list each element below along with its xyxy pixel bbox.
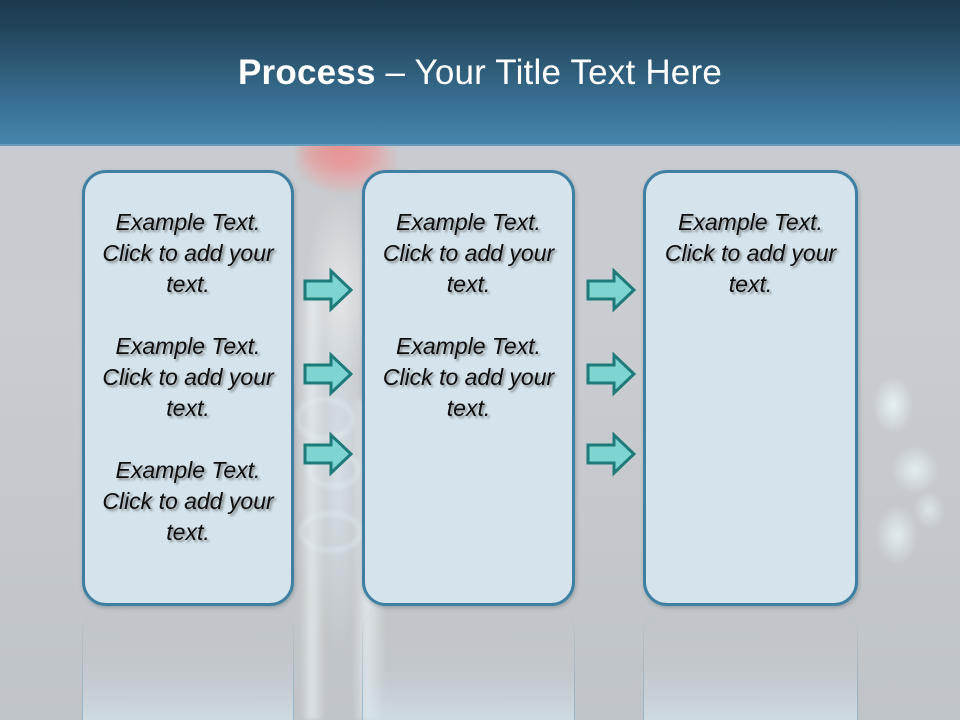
background-cloud-right <box>855 360 960 610</box>
right-arrow-icon[interactable] <box>586 431 637 477</box>
process-text-block[interactable]: Example Text. Click to add your text. <box>102 457 274 545</box>
background-swirl-c <box>300 512 362 552</box>
right-arrow-icon[interactable] <box>586 267 637 313</box>
process-box-1-body: Example Text. Click to add your text. Ex… <box>85 173 291 548</box>
process-text-block[interactable]: Example Text. Click to add your text. <box>382 333 555 421</box>
right-arrow-icon[interactable] <box>303 267 354 313</box>
process-text-block[interactable]: Example Text. Click to add your text. <box>102 209 274 297</box>
page-title: Process – Your Title Text Here <box>0 51 960 95</box>
process-text-block[interactable]: Example Text. Click to add your text. <box>382 209 555 297</box>
reflection-column-3 <box>643 608 858 720</box>
process-box-3-body: Example Text. Click to add your text. <box>646 173 855 300</box>
process-text-block[interactable]: Example Text. Click to add your text. <box>102 333 274 421</box>
right-arrow-icon[interactable] <box>586 351 637 397</box>
process-text-block[interactable]: Example Text. Click to add your text. <box>664 209 837 297</box>
process-box-2[interactable]: Example Text. Click to add your text. Ex… <box>362 170 575 606</box>
right-arrow-icon[interactable] <box>303 431 354 477</box>
banner-divider <box>0 144 960 146</box>
reflection-column-1 <box>82 608 294 720</box>
reflection-column-2 <box>362 608 575 720</box>
process-box-1[interactable]: Example Text. Click to add your text. Ex… <box>82 170 294 606</box>
title-banner <box>0 0 960 146</box>
page-title-bold: Process <box>238 53 376 92</box>
right-arrow-icon[interactable] <box>303 351 354 397</box>
process-box-2-body: Example Text. Click to add your text. Ex… <box>365 173 572 424</box>
background-swirl-a <box>296 398 354 440</box>
page-title-rest: – Your Title Text Here <box>375 53 722 92</box>
process-box-3[interactable]: Example Text. Click to add your text. <box>643 170 858 606</box>
